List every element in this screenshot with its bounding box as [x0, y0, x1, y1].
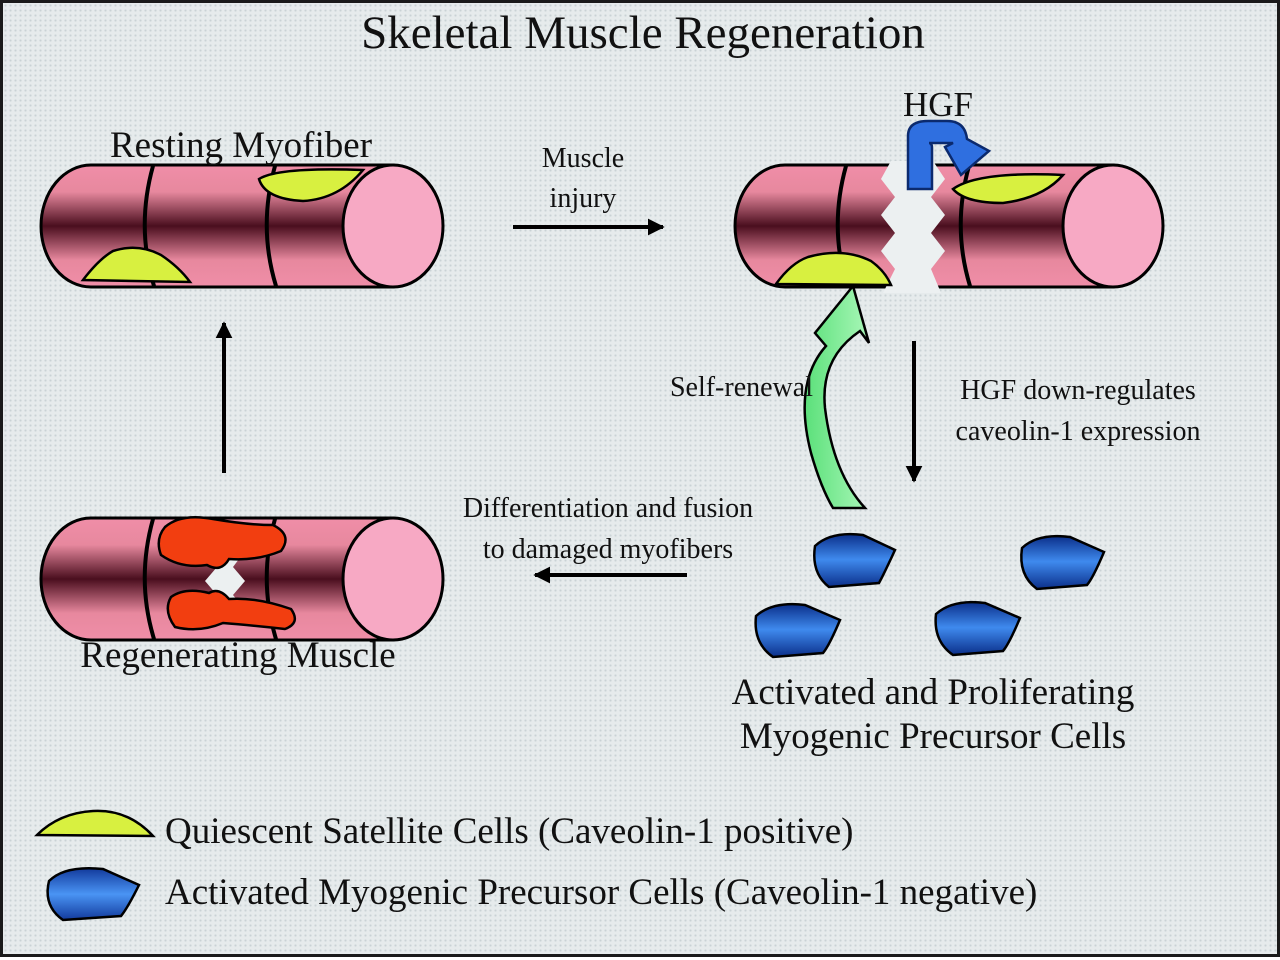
regenerating-myofiber: [39, 516, 445, 642]
activated-precursor-label: Activated and Proliferating Myogenic Pre…: [731, 672, 1135, 758]
self-renewal-label: Self-renewal: [669, 372, 813, 403]
self-renewal-arrow: [803, 283, 871, 510]
legend-quiescent-text: Quiescent Satellite Cells (Caveolin-1 po…: [165, 811, 854, 852]
precursor-cell: [754, 602, 842, 659]
injured-myofiber: [733, 161, 1165, 293]
precursor-cell: [813, 532, 897, 589]
resting-myofiber: [39, 163, 445, 289]
injury-gap: [879, 161, 945, 293]
satellite-cell: [773, 251, 893, 287]
repair-gap: [199, 543, 251, 617]
resting-myofiber-label: Resting Myofiber: [109, 125, 373, 166]
regenerating-muscle-label: Regenerating Muscle: [80, 635, 396, 676]
diagram-title: Skeletal Muscle Regeneration: [361, 7, 925, 59]
satellite-cell: [80, 246, 193, 284]
hgf-downregulates-label: HGF down-regulates caveolin-1 expression: [955, 375, 1201, 447]
precursor-cell: [1020, 534, 1106, 591]
differentiation-label: Differentiation and fusion to damaged my…: [462, 493, 754, 565]
fusing-cell: [157, 516, 287, 570]
diagram-artwork: [34, 119, 1165, 922]
legend-yellow-cell-icon: [34, 809, 156, 838]
legend-activated-text: Activated Myogenic Precursor Cells (Cave…: [165, 872, 1038, 913]
hgf-arrow: [906, 119, 992, 191]
satellite-cell: [951, 173, 1066, 205]
legend-blue-cell-icon: [46, 867, 141, 922]
precursor-cell: [934, 600, 1022, 657]
satellite-cell: [257, 168, 366, 203]
muscle-injury-label: Muscle injury: [541, 143, 625, 214]
hgf-label: HGF: [902, 85, 974, 124]
precursor-cells: [754, 532, 1106, 659]
fusing-cell: [166, 589, 297, 631]
